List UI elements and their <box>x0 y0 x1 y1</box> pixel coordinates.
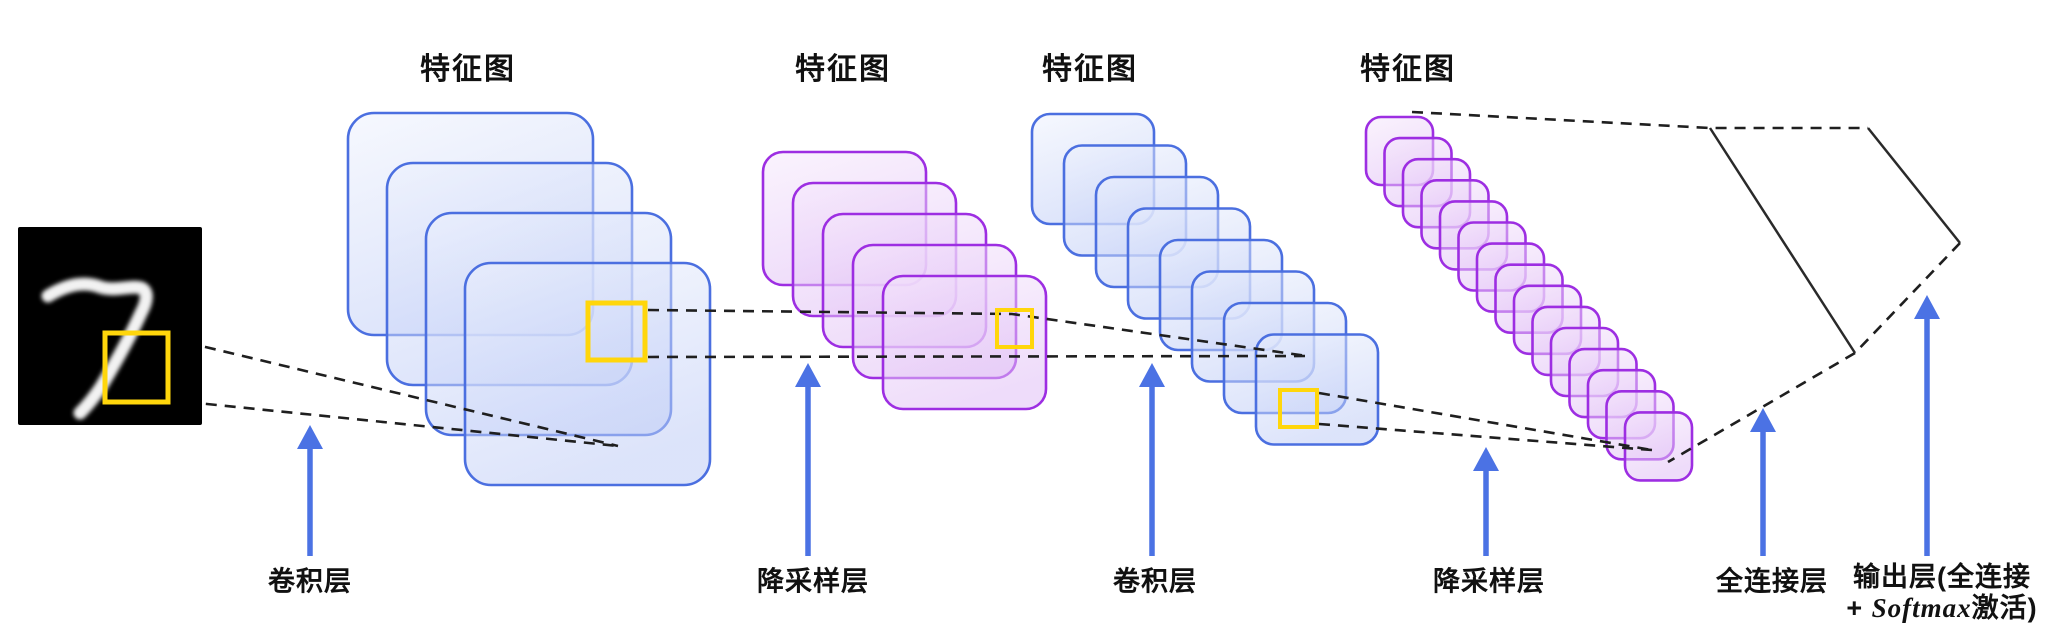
output-label-line2: + Softmax激活) <box>1846 593 2038 623</box>
layer-arrow-head-6 <box>1914 295 1940 319</box>
input-digit-image <box>18 227 202 425</box>
layer-arrow-head-1 <box>297 425 323 449</box>
layer-arrow-head-4 <box>1473 447 1499 471</box>
receptive-field-dashed-line-1 <box>167 336 619 448</box>
digit-7-glyph <box>41 277 153 420</box>
layer-arrow-head-2 <box>795 363 821 387</box>
layer-label-subsample1: 降采样层 <box>757 566 869 597</box>
receptive-field-dashed-line-3 <box>647 308 1308 358</box>
output-label-line1: 输出层(全连接 <box>1852 562 2031 592</box>
kernel-box-4 <box>1278 388 1319 429</box>
kernel-box-2 <box>585 300 648 363</box>
receptive-field-dashed-line-9 <box>1667 351 1856 464</box>
layer-label-conv1: 卷积层 <box>268 566 352 597</box>
layer-label-fully-connected: 全连接层 <box>1716 566 1828 597</box>
pool2-feature-maps-square-15 <box>1623 411 1694 482</box>
receptive-field-dashed-line-4 <box>647 354 1308 359</box>
fc-funnel-solid-edge-2 <box>1867 127 1961 244</box>
layer-label-subsample2: 降采样层 <box>1433 566 1545 597</box>
layer-label-conv2: 卷积层 <box>1113 566 1197 597</box>
softmax-word: Softmax <box>1871 593 1972 623</box>
feature-map-label-3: 特征图 <box>1042 53 1138 86</box>
conv1-feature-maps-square-4 <box>463 261 712 487</box>
layer-label-output: 输出层(全连接 + Softmax激活) <box>1846 562 2037 624</box>
feature-map-label-4: 特征图 <box>1360 53 1456 86</box>
fc-funnel-solid-edge-1 <box>1708 127 1857 354</box>
layer-arrow-head-5 <box>1750 408 1776 432</box>
pool1-feature-maps-square-5 <box>881 274 1048 411</box>
receptive-field-dashed-line-7 <box>1411 110 1868 130</box>
kernel-box-1 <box>102 330 171 405</box>
layer-arrow-head-3 <box>1139 363 1165 387</box>
kernel-box-3 <box>995 308 1034 349</box>
receptive-field-dashed-line-8 <box>1854 242 1961 354</box>
feature-map-label-1: 特征图 <box>420 53 516 86</box>
feature-map-label-2: 特征图 <box>795 53 891 86</box>
